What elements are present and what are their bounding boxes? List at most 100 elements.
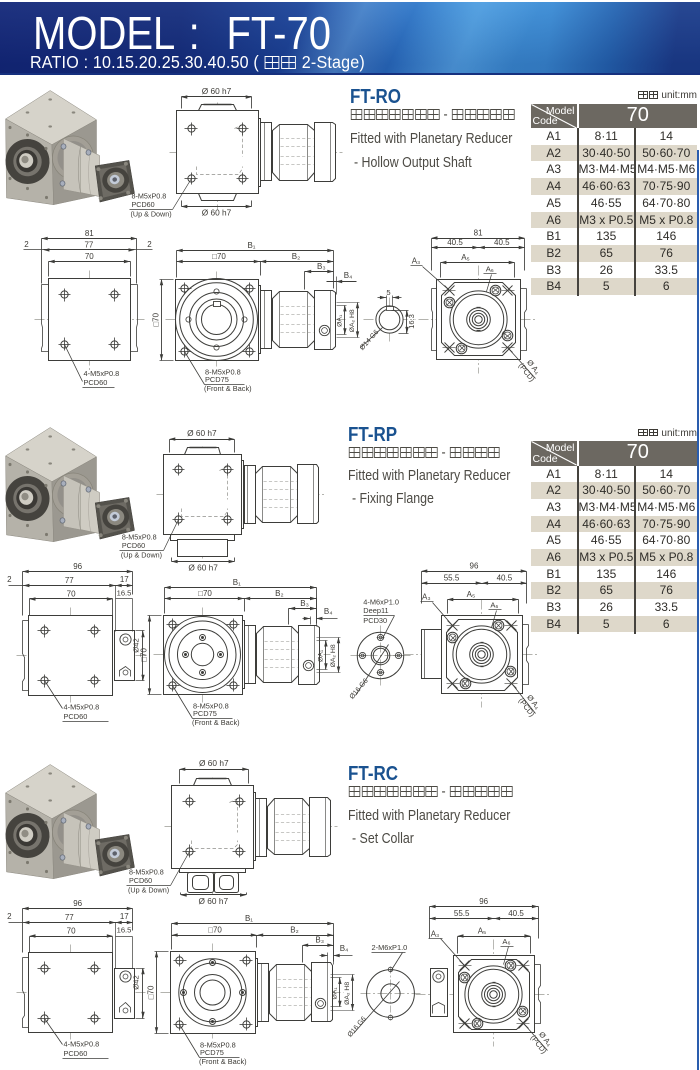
svg-text:B₃: B₃ <box>315 936 324 945</box>
svg-text:8-M5xP0.8: 8-M5xP0.8 <box>205 368 241 377</box>
svg-text:Ø 60 h7: Ø 60 h7 <box>202 208 232 218</box>
svg-text:17: 17 <box>120 575 129 584</box>
svg-text:PCD60: PCD60 <box>84 378 108 387</box>
svg-text:PCD30: PCD30 <box>363 616 387 625</box>
svg-text:B₂: B₂ <box>290 926 298 935</box>
svg-text:PCD75: PCD75 <box>200 1048 224 1057</box>
svg-text:ØA₁: ØA₁ <box>332 987 339 1000</box>
svg-text:A₆: A₆ <box>486 265 494 274</box>
svg-text:B₄: B₄ <box>324 607 333 616</box>
svg-text:Deep11: Deep11 <box>363 606 388 615</box>
svg-text:2: 2 <box>24 240 29 249</box>
svg-text:A₅: A₅ <box>461 253 470 262</box>
svg-text:ØA₂ H8: ØA₂ H8 <box>330 644 337 667</box>
svg-text:Ø 60 h7: Ø 60 h7 <box>188 563 218 573</box>
svg-text:ØA₁: ØA₁ <box>337 314 344 327</box>
svg-text:4-M5xP0.8: 4-M5xP0.8 <box>84 369 120 378</box>
svg-text:ØA₁: ØA₁ <box>318 649 325 662</box>
svg-text:(Up & Down): (Up & Down) <box>131 209 172 218</box>
svg-text:(Front & Back): (Front & Back) <box>199 1057 247 1066</box>
svg-text:77: 77 <box>65 913 74 922</box>
svg-text:ØA₂ H8: ØA₂ H8 <box>349 309 356 332</box>
svg-text:Ø 60 h7: Ø 60 h7 <box>199 758 229 768</box>
svg-text:16.3: 16.3 <box>407 314 416 329</box>
svg-text:Ø42: Ø42 <box>132 638 141 652</box>
svg-text:77: 77 <box>65 576 74 585</box>
svg-text:□70: □70 <box>212 252 226 261</box>
svg-text:B₃: B₃ <box>317 262 326 271</box>
svg-text:8-M5xP0.8: 8-M5xP0.8 <box>200 1041 236 1050</box>
svg-text:2: 2 <box>7 575 12 584</box>
svg-text:Ø42: Ø42 <box>132 975 141 989</box>
svg-text:B₁: B₁ <box>247 241 255 250</box>
svg-text:55.5: 55.5 <box>444 574 460 583</box>
svg-text:A₃: A₃ <box>431 930 440 939</box>
svg-text:PCD60: PCD60 <box>132 200 155 209</box>
svg-text:PCD60: PCD60 <box>129 876 152 885</box>
svg-text:PCD60: PCD60 <box>64 1049 88 1058</box>
svg-text:8-M5xP0.8: 8-M5xP0.8 <box>129 868 164 877</box>
svg-text:40.5: 40.5 <box>497 574 513 583</box>
svg-text:4-M6xP1.0: 4-M6xP1.0 <box>363 597 399 606</box>
svg-text:ØA₂ H8: ØA₂ H8 <box>344 982 351 1005</box>
svg-text:96: 96 <box>73 899 82 908</box>
svg-text:A₃: A₃ <box>422 593 431 602</box>
svg-text:5: 5 <box>386 288 390 297</box>
svg-text:(Up & Down): (Up & Down) <box>121 550 162 559</box>
svg-text:96: 96 <box>470 562 479 571</box>
svg-text:96: 96 <box>73 562 82 571</box>
svg-text:A₅: A₅ <box>467 590 476 599</box>
svg-text:B₂: B₂ <box>292 252 300 261</box>
svg-text:40.5: 40.5 <box>447 238 463 247</box>
svg-text:B₁: B₁ <box>245 914 253 923</box>
svg-text:70: 70 <box>67 590 76 599</box>
svg-text:□70: □70 <box>152 312 161 326</box>
svg-text:Ø 60 h7: Ø 60 h7 <box>202 86 232 96</box>
svg-text:8-M5xP0.8: 8-M5xP0.8 <box>122 533 157 542</box>
svg-text:Ø14 G6: Ø14 G6 <box>359 329 381 352</box>
svg-text:PCD60: PCD60 <box>122 541 145 550</box>
svg-text:4-M5xP0.8: 4-M5xP0.8 <box>64 1040 100 1049</box>
svg-text:77: 77 <box>84 240 93 249</box>
svg-text:□70: □70 <box>198 589 212 598</box>
svg-text:B₄: B₄ <box>340 944 349 953</box>
svg-text:81: 81 <box>85 229 94 238</box>
svg-text:40.5: 40.5 <box>494 238 510 247</box>
svg-text:8-M5xP0.8: 8-M5xP0.8 <box>132 192 167 201</box>
svg-text:A₃: A₃ <box>412 257 421 266</box>
svg-text:(Up & Down): (Up & Down) <box>128 885 169 894</box>
svg-text:Ø16 G6: Ø16 G6 <box>349 677 370 700</box>
svg-text:2-M6xP1.0: 2-M6xP1.0 <box>372 943 408 952</box>
svg-text:□70: □70 <box>147 985 156 999</box>
svg-text:A₅: A₅ <box>478 927 487 936</box>
svg-text:4-M5xP0.8: 4-M5xP0.8 <box>64 703 100 712</box>
svg-text:81: 81 <box>474 229 483 238</box>
svg-text:40.5: 40.5 <box>508 909 524 918</box>
svg-text:17: 17 <box>120 912 129 921</box>
svg-text:Ø 60 h7: Ø 60 h7 <box>187 428 217 438</box>
svg-text:B₃: B₃ <box>300 599 309 608</box>
svg-text:8-M5xP0.8: 8-M5xP0.8 <box>193 702 229 711</box>
svg-text:□70: □70 <box>140 647 149 661</box>
svg-text:2: 2 <box>147 240 152 249</box>
svg-text:55.5: 55.5 <box>454 909 470 918</box>
svg-text:16.5: 16.5 <box>117 589 132 598</box>
svg-text:(Front & Back): (Front & Back) <box>204 384 252 393</box>
svg-text:Ø16 G6: Ø16 G6 <box>347 1015 368 1038</box>
svg-text:B₄: B₄ <box>344 271 353 280</box>
svg-text:70: 70 <box>67 927 76 936</box>
svg-text:70: 70 <box>85 252 94 261</box>
svg-text:A₆: A₆ <box>502 937 510 946</box>
svg-text:16.5: 16.5 <box>117 926 132 935</box>
svg-text:Ø 60 h7: Ø 60 h7 <box>199 896 229 906</box>
svg-text:(Front & Back): (Front & Back) <box>192 718 240 727</box>
svg-text:B₂: B₂ <box>275 589 283 598</box>
svg-text:□70: □70 <box>208 926 222 935</box>
svg-text:PCD60: PCD60 <box>64 712 88 721</box>
svg-text:PCD75: PCD75 <box>205 375 229 384</box>
svg-text:PCD75: PCD75 <box>193 709 217 718</box>
svg-text:96: 96 <box>479 897 488 906</box>
svg-text:2: 2 <box>7 912 12 921</box>
svg-text:B₁: B₁ <box>233 578 241 587</box>
svg-text:A₆: A₆ <box>490 601 498 610</box>
